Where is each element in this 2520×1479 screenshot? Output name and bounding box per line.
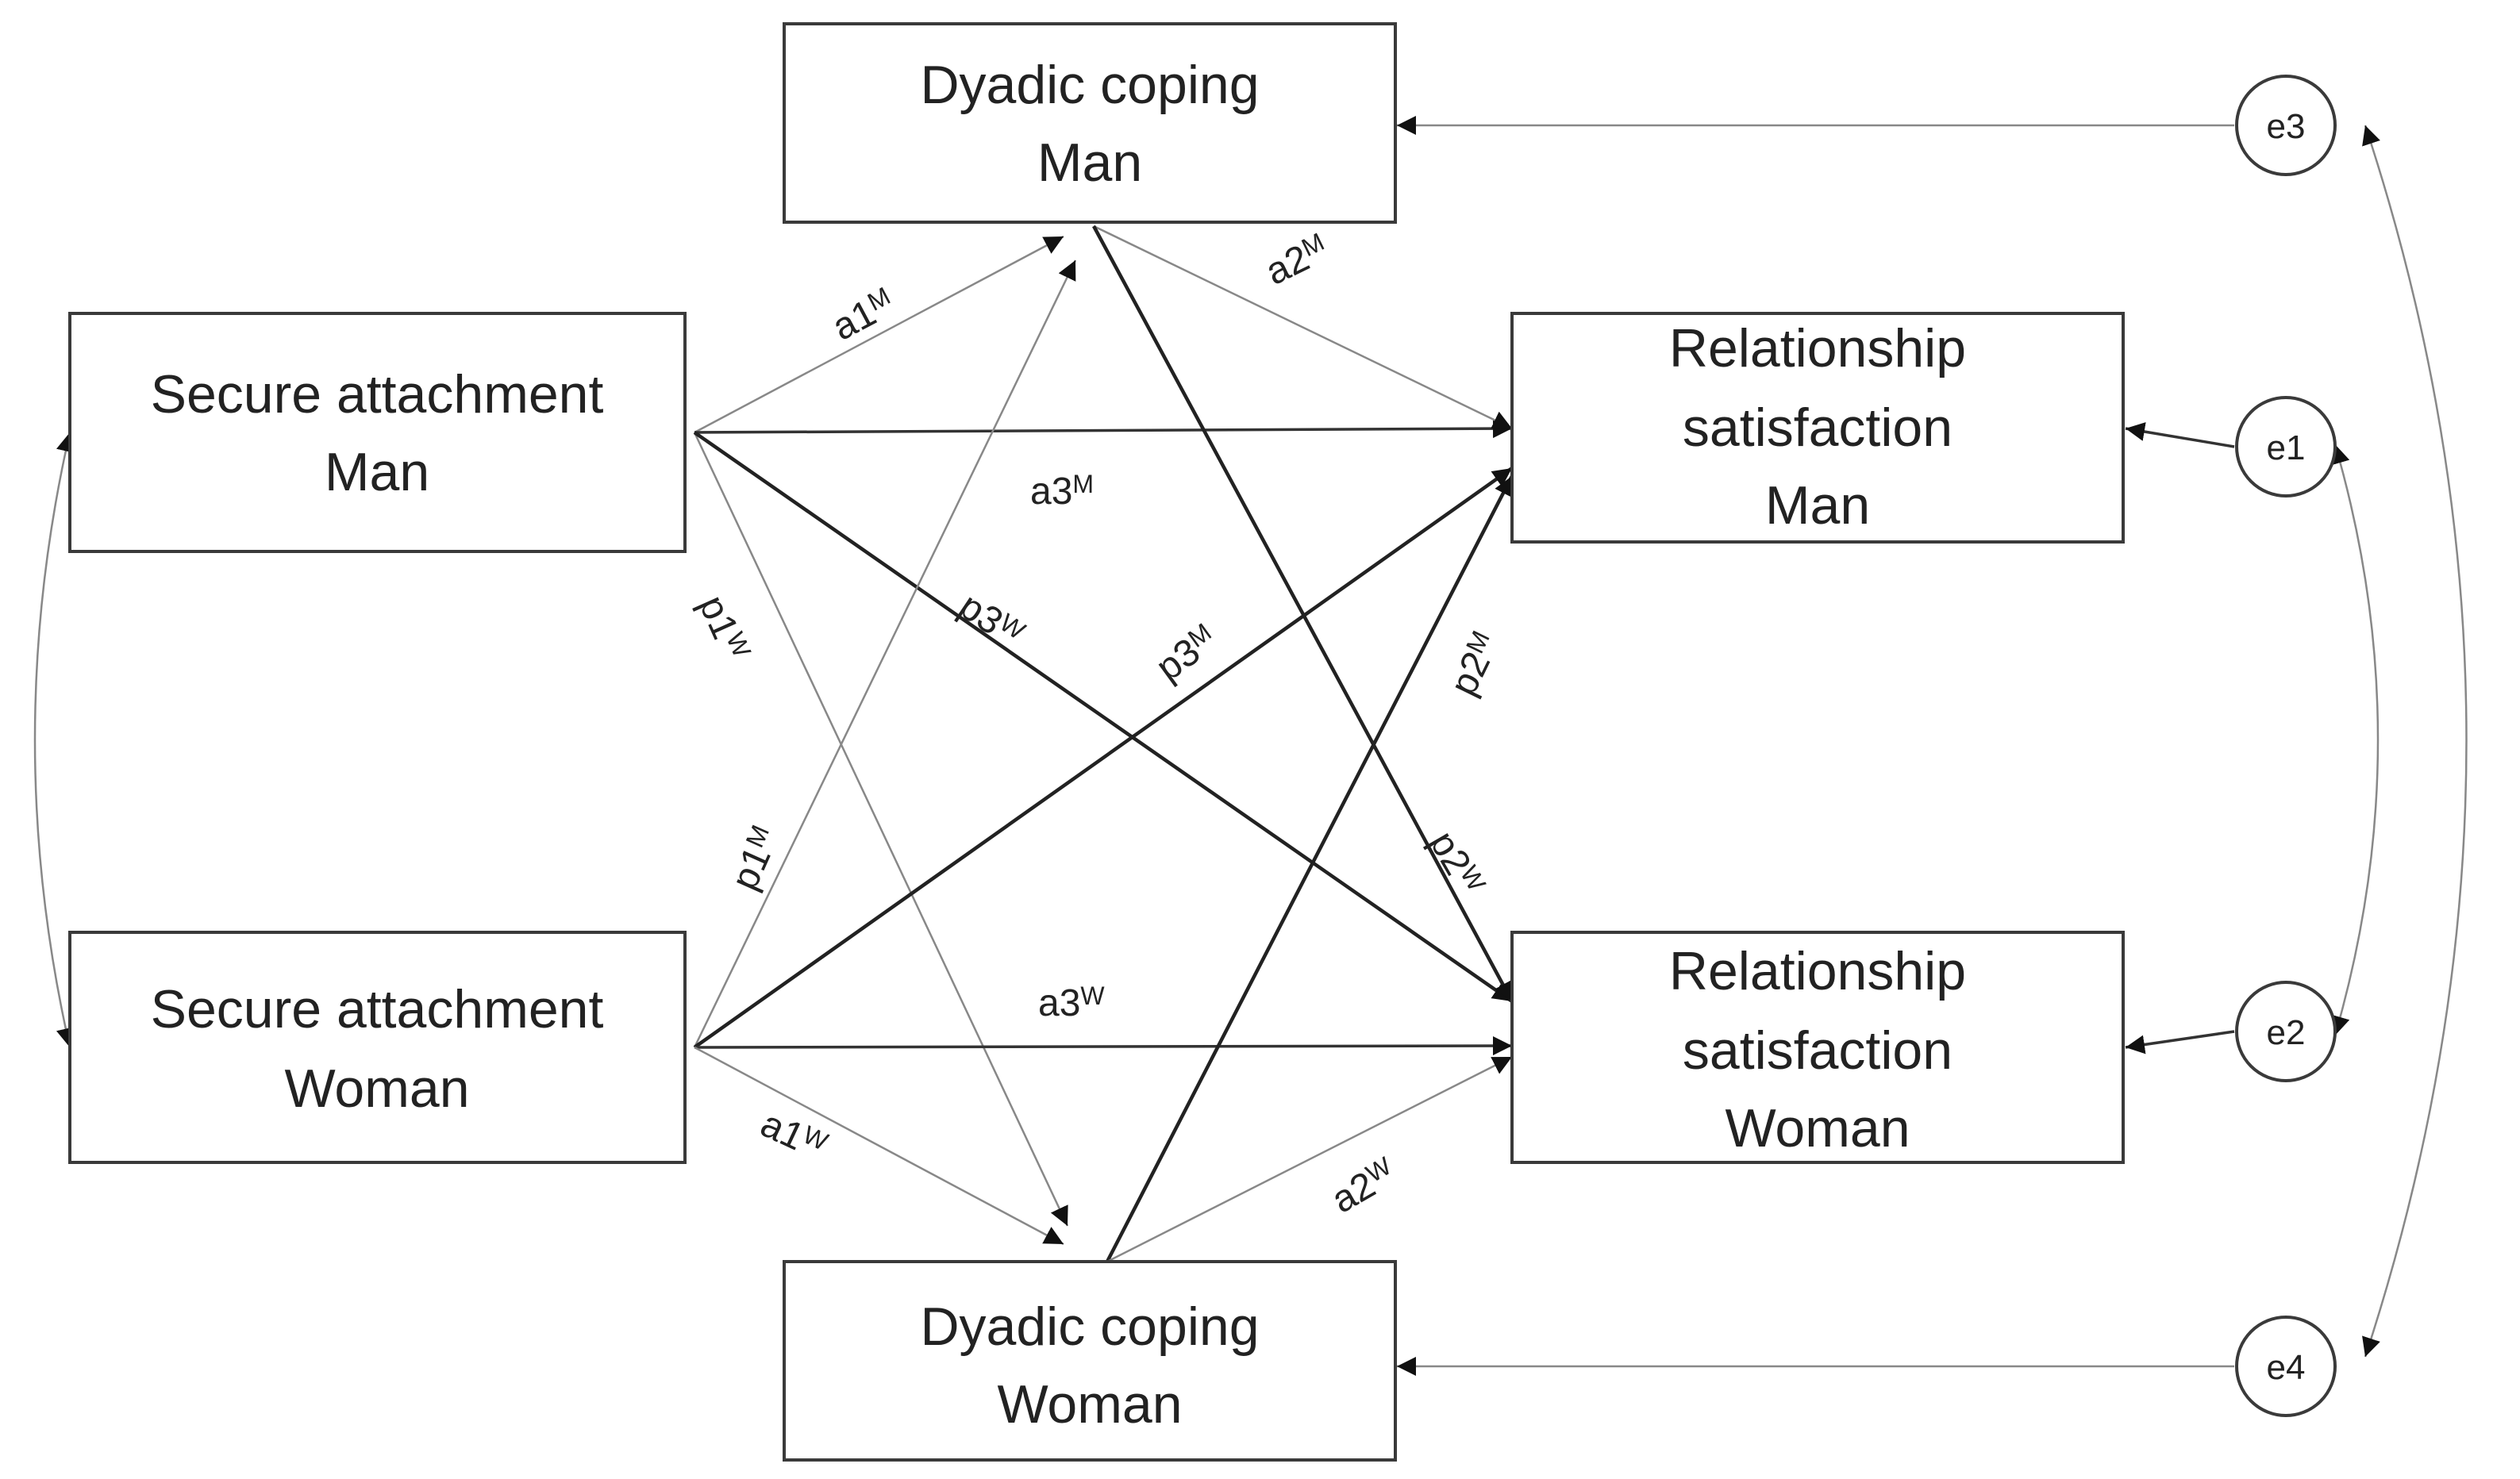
box-rs-woman-line1: Relationship (1669, 941, 1966, 1001)
box-secure-attachment-woman-line1: Secure attachment (151, 979, 604, 1039)
path-p1w-arrow (693, 432, 1069, 1227)
box-rs-man-line1: Relationship (1669, 318, 1966, 378)
e2-residual-arrow (2125, 1030, 2235, 1055)
label-a1m: a1M (825, 281, 902, 348)
covariance-secure-attachment (33, 432, 75, 1048)
label-a1w: a1W (754, 1102, 833, 1170)
box-dyadic-coping-woman-line2: Woman (997, 1374, 1182, 1435)
error-e1: e1 (2235, 396, 2337, 497)
path-p3w-arrow (693, 431, 1514, 1003)
label-a2w: a2W (1325, 1151, 1404, 1222)
box-rs-woman-line3: Woman (1725, 1098, 1910, 1158)
box-secure-attachment-man: Secure attachment Man (68, 312, 687, 553)
box-relationship-satisfaction-man: Relationship satisfaction Man (1510, 312, 2125, 544)
error-e1-label: e1 (2267, 428, 2306, 467)
label-a3m: a3M (1030, 470, 1094, 513)
e1-residual-arrow (2125, 422, 2235, 448)
box-dyadic-coping-woman: Dyadic coping Woman (783, 1260, 1397, 1462)
path-a1m-arrow (694, 235, 1064, 434)
error-e3-label: e3 (2267, 107, 2306, 146)
path-p3m-arrow (693, 467, 1514, 1049)
box-dyadic-coping-man-line2: Man (1037, 133, 1142, 193)
box-secure-attachment-woman: Secure attachment Woman (68, 931, 687, 1164)
box-relationship-satisfaction-woman: Relationship satisfaction Woman (1510, 931, 2125, 1164)
error-e2: e2 (2235, 981, 2337, 1082)
path-a3w-arrow (694, 1036, 1513, 1056)
error-e3: e3 (2235, 75, 2337, 176)
path-a2w-arrow (1106, 1055, 1513, 1263)
box-dyadic-coping-woman-line1: Dyadic coping (920, 1297, 1259, 1357)
path-p2w-arrow (1092, 225, 1514, 1003)
path-p1m-arrow (693, 259, 1077, 1048)
box-rs-man-line3: Man (1765, 475, 1870, 536)
box-secure-attachment-woman-line2: Woman (284, 1058, 469, 1119)
box-dyadic-coping-man-line1: Dyadic coping (920, 55, 1259, 115)
label-a2m: a2M (1259, 227, 1335, 294)
path-p2m-arrow (1105, 474, 1514, 1263)
box-secure-attachment-man-line1: Secure attachment (151, 364, 604, 424)
covariance-e3-e4 (2362, 125, 2468, 1358)
box-rs-woman-line2: satisfaction (1683, 1020, 1953, 1081)
label-p2m: p2M (1441, 626, 1508, 702)
box-secure-attachment-man-line2: Man (325, 442, 429, 502)
path-a2m-arrow (1093, 225, 1513, 430)
label-p3w: p3W (952, 584, 1031, 657)
error-e4: e4 (2235, 1316, 2337, 1417)
path-a1w-arrow (694, 1046, 1064, 1246)
label-p1m: p1M (723, 820, 788, 896)
box-dyadic-coping-man: Dyadic coping Man (783, 22, 1397, 224)
label-a3w: a3W (1038, 982, 1105, 1024)
label-p1w: p1W (691, 590, 757, 668)
error-e2-label: e2 (2267, 1013, 2306, 1052)
box-rs-man-line2: satisfaction (1683, 398, 1953, 458)
error-e4-label: e4 (2267, 1348, 2306, 1387)
label-p2w: p2W (1421, 824, 1491, 904)
path-a3m-arrow (694, 419, 1513, 439)
covariance-e1-e2 (2331, 444, 2380, 1036)
